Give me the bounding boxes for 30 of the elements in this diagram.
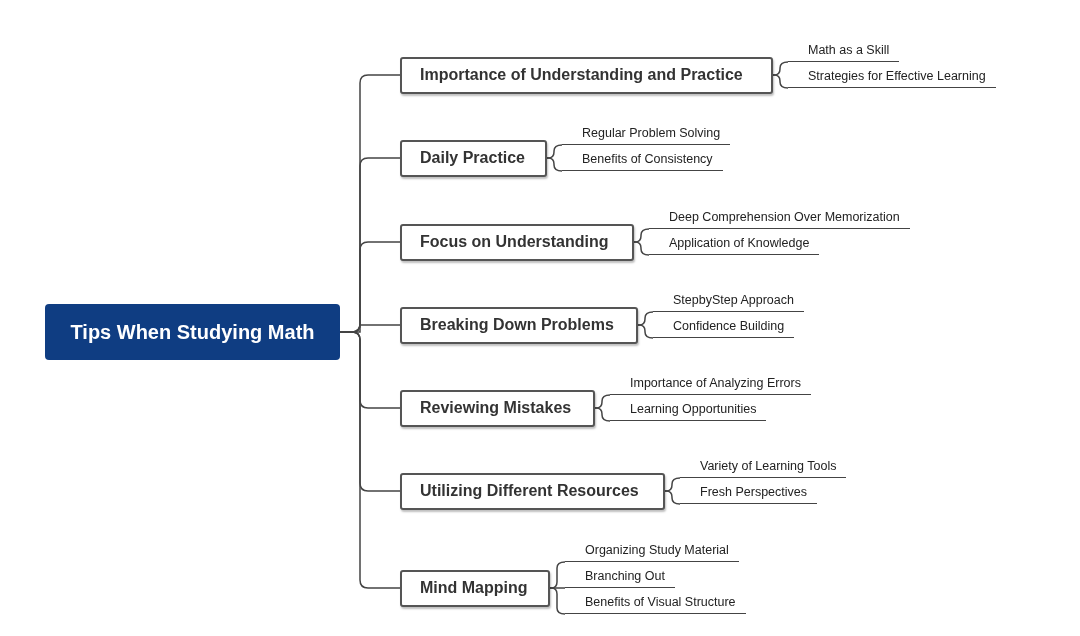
subtopic-label: Regular Problem Solving	[562, 123, 731, 145]
topic-box: Breaking Down Problems	[400, 306, 638, 344]
connector-line	[772, 74, 789, 89]
connector-line	[633, 241, 650, 256]
connector-line	[637, 324, 654, 339]
topic-box: Reviewing Mistakes	[400, 389, 595, 427]
topic-box: Utilizing Different Resources	[400, 472, 665, 510]
subtopic-label: Benefits of Consistency	[562, 149, 723, 171]
connector-line	[546, 157, 563, 172]
root-topic-box: Tips When Studying Math	[45, 304, 340, 360]
topic-box: Mind Mapping	[400, 569, 550, 607]
subtopic-label: Deep Comprehension Over Memorization	[649, 207, 910, 229]
topic-box: Focus on Understanding	[400, 223, 634, 261]
subtopic-label: Branching Out	[565, 566, 675, 588]
subtopic-label: Organizing Study Material	[565, 540, 739, 562]
subtopic-label: StepbyStep Approach	[653, 290, 804, 312]
subtopic-label: Variety of Learning Tools	[680, 456, 847, 478]
topic-box: Daily Practice	[400, 139, 547, 177]
subtopic-label: Importance of Analyzing Errors	[610, 373, 811, 395]
subtopic-label: Math as a Skill	[788, 40, 900, 62]
subtopic-label: Confidence Building	[653, 316, 795, 338]
subtopic-label: Learning Opportunities	[610, 399, 767, 421]
connector-line	[664, 490, 681, 505]
subtopic-label: Strategies for Effective Learning	[788, 66, 996, 88]
connector-line	[594, 407, 611, 422]
connector-line	[339, 331, 401, 589]
subtopic-label: Benefits of Visual Structure	[565, 592, 746, 614]
subtopic-label: Application of Knowledge	[649, 233, 820, 255]
subtopic-label: Fresh Perspectives	[680, 482, 817, 504]
topic-box: Importance of Understanding and Practice	[400, 56, 773, 94]
